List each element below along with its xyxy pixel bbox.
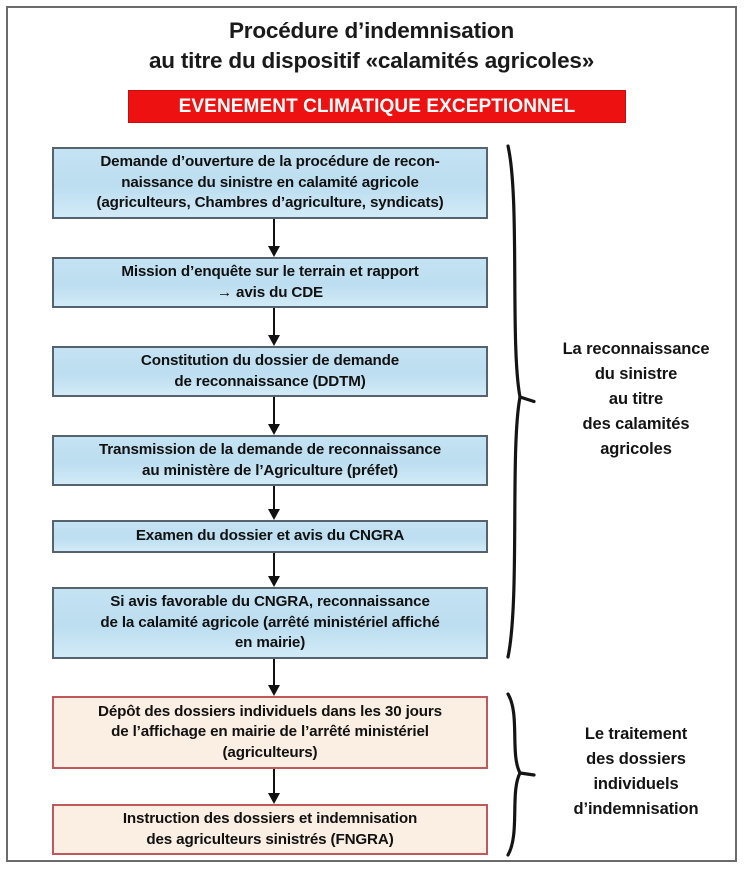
flow-step-7-line-2: de l’affichage en mairie de l’arrêté min… — [111, 723, 429, 741]
flow-arrow-5-to-6 — [267, 553, 281, 587]
flow-step-2: Mission d’enquête sur le terrain et rapp… — [52, 257, 488, 308]
page-title: Procédure d’indemnisation au titre du di… — [8, 16, 735, 76]
diagram-frame: Procédure d’indemnisation au titre du di… — [6, 6, 737, 862]
flow-step-6-line-3: en mairie) — [234, 634, 306, 652]
flow-step-7: Dépôt des dossiers individuels dans les … — [52, 696, 488, 769]
flow-step-7-line-1: Dépôt des dossiers individuels dans les … — [98, 702, 442, 720]
flow-step-3-line-1: Constitution du dossier de demande — [140, 352, 400, 369]
group-traitement-line-1: Le traitement — [584, 725, 688, 743]
flow-arrow-4-to-5 — [267, 486, 281, 520]
flow-step-1: Demande d’ouverture de la procédure de r… — [52, 147, 488, 219]
flow-step-3: Constitution du dossier de demande de re… — [52, 346, 488, 397]
flow-step-2-line-1: Mission d’enquête sur le terrain et rapp… — [121, 263, 419, 280]
flow-arrow-1-to-2 — [267, 219, 281, 257]
group-label-traitement: Le traitement des dossiers individuels d… — [536, 722, 736, 822]
group-reconnaissance-line-1: La reconnaissance — [562, 340, 710, 358]
flow-arrow-3-to-4 — [267, 397, 281, 435]
flow-step-7-line-3: (agriculteurs) — [222, 743, 318, 761]
group-label-reconnaissance: La reconnaissance du sinistre au titre d… — [536, 337, 736, 462]
page-title-line-2: au titre du dispositif «calamités agrico… — [148, 48, 595, 73]
group-reconnaissance-line-4: des calamités — [582, 415, 690, 433]
group-reconnaissance-line-2: du sinistre — [594, 365, 678, 383]
group-reconnaissance-line-3: au titre — [608, 390, 664, 408]
flow-step-1-line-1: Demande d’ouverture de la procédure de r… — [100, 153, 440, 171]
flow-step-4: Transmission de la demande de reconnaiss… — [52, 435, 488, 486]
brace-reconnaissance — [504, 144, 538, 659]
flow-arrow-2-to-3 — [267, 308, 281, 346]
flow-step-1-line-3: (agriculteurs, Chambres d’agriculture, s… — [96, 194, 444, 212]
flow-step-5-line-1: Examen du dossier et avis du CNGRA — [135, 527, 405, 545]
flow-step-6: Si avis favorable du CNGRA, reconnaissan… — [52, 587, 488, 659]
brace-traitement — [504, 692, 538, 857]
flow-arrow-6-to-7 — [267, 659, 281, 696]
flow-step-8-line-2: des agriculteurs sinistrés (FNGRA) — [146, 830, 394, 848]
flow-step-4-line-1: Transmission de la demande de reconnaiss… — [98, 441, 441, 458]
page-title-line-1: Procédure d’indemnisation — [228, 18, 515, 43]
flow-step-8-line-1: Instruction des dossiers et indemnisatio… — [122, 810, 418, 827]
group-traitement-line-3: individuels — [593, 775, 679, 793]
flow-step-8: Instruction des dossiers et indemnisatio… — [52, 804, 488, 855]
flow-step-1-line-2: naissance du sinistre en calamité agrico… — [121, 173, 419, 191]
flow-step-3-line-2: de reconnaissance (DDTM) — [174, 372, 366, 390]
flow-step-6-line-2: de la calamité agricole (arrêté ministér… — [100, 613, 440, 631]
flow-step-4-line-2: au ministère de l’Agriculture (préfet) — [142, 461, 398, 479]
event-banner: EVENEMENT CLIMATIQUE EXCEPTIONNEL — [128, 90, 626, 123]
group-reconnaissance-line-5: agricoles — [600, 440, 672, 458]
flow-step-2-line-2: → avis du CDE — [216, 283, 324, 301]
group-traitement-line-4: d’indemnisation — [573, 800, 699, 818]
group-traitement-line-2: des dossiers — [586, 750, 686, 768]
flow-arrow-7-to-8 — [267, 769, 281, 804]
flow-step-6-line-1: Si avis favorable du CNGRA, reconnaissan… — [110, 593, 430, 611]
flow-step-5: Examen du dossier et avis du CNGRA — [52, 520, 488, 553]
